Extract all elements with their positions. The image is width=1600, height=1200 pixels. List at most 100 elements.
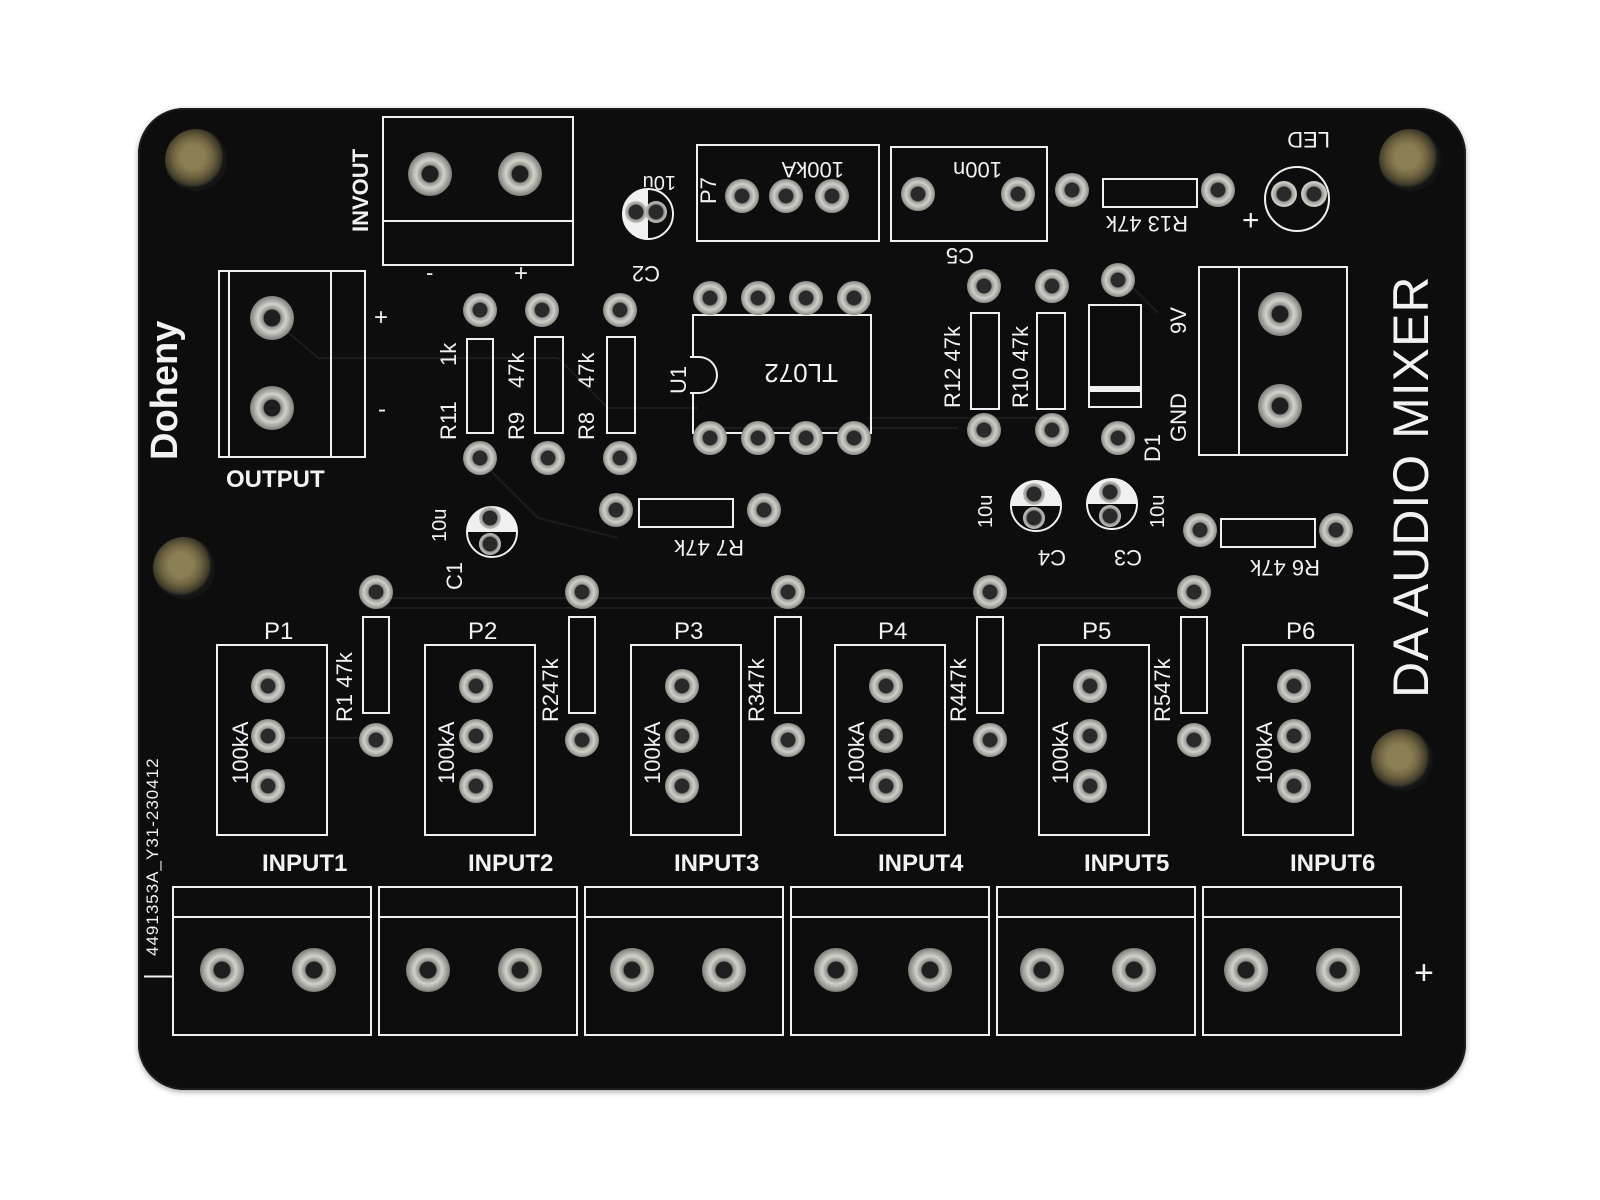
c1-pad xyxy=(479,507,501,529)
p6-pad xyxy=(1277,669,1311,703)
mounting-hole xyxy=(1371,729,1433,791)
r4-pad xyxy=(973,575,1007,609)
c2-value: 10u xyxy=(642,171,676,193)
led-pad xyxy=(1301,181,1327,207)
r6-label: R6 47k xyxy=(1250,555,1320,580)
r12-pad xyxy=(967,269,1001,303)
p5-label: P5 xyxy=(1082,618,1112,645)
p1-pad xyxy=(251,669,285,703)
r2-resistor xyxy=(568,616,596,714)
r1-label: R1 47k xyxy=(332,652,357,722)
p4-pad xyxy=(869,769,903,803)
p1-pot xyxy=(216,644,328,836)
p2-value: 100kA xyxy=(434,721,459,784)
r8-resistor xyxy=(606,336,636,434)
c1-label: C1 xyxy=(442,561,467,590)
invout-pad xyxy=(498,152,542,196)
p4-pad xyxy=(869,719,903,753)
mounting-hole xyxy=(165,129,227,191)
p3-pad xyxy=(665,769,699,803)
u1-part: TL072 xyxy=(764,358,838,388)
r6-pad xyxy=(1319,513,1353,547)
divider xyxy=(382,220,574,222)
p2-label: P2 xyxy=(468,618,498,645)
r3-pad xyxy=(771,575,805,609)
divider xyxy=(378,916,578,918)
input3-label: INPUT3 xyxy=(674,850,760,877)
c2-pad xyxy=(645,201,667,223)
u1-pad xyxy=(693,281,727,315)
r8-value: 47k xyxy=(574,352,599,388)
r9-pad xyxy=(525,293,559,327)
input5-pad xyxy=(1112,948,1156,992)
input3-pad xyxy=(610,948,654,992)
r3-pad xyxy=(771,723,805,757)
input1-label: INPUT1 xyxy=(262,850,348,877)
u1-pad xyxy=(789,281,823,315)
p6-value: 100kA xyxy=(1252,721,1277,784)
r11-resistor xyxy=(466,338,494,434)
input-plus-label: + xyxy=(1414,954,1434,992)
c3-pad xyxy=(1099,481,1121,503)
r10-resistor xyxy=(1036,312,1066,410)
brand-logo: Doheny xyxy=(144,320,186,460)
p2-pot xyxy=(424,644,536,836)
u1-pad xyxy=(693,421,727,455)
output-plus-label: + xyxy=(374,304,389,331)
c4-pad xyxy=(1023,507,1045,529)
power-connector xyxy=(1198,266,1348,456)
c5-footprint xyxy=(890,146,1048,242)
r11-pad xyxy=(463,441,497,475)
u1-pad xyxy=(741,281,775,315)
r9-resistor xyxy=(534,336,564,434)
part-number: 4491353A_Y31-230412 xyxy=(143,757,162,956)
input1-pad xyxy=(200,948,244,992)
c4-value: 10u xyxy=(975,494,997,528)
p5-value: 100kA xyxy=(1048,721,1073,784)
d1-cathode-band xyxy=(1090,386,1140,392)
gnd-label: GND xyxy=(1166,393,1191,442)
r7-pad xyxy=(599,493,633,527)
led-plus-label: + xyxy=(1242,204,1260,237)
r8-pad xyxy=(603,441,637,475)
r1-pad xyxy=(359,575,393,609)
p7-pot xyxy=(696,144,880,242)
r5-pad xyxy=(1177,575,1211,609)
p7-label: P7 xyxy=(696,177,721,204)
invout-plus-label: + xyxy=(514,260,529,287)
r2-pad xyxy=(565,575,599,609)
r3-resistor xyxy=(774,616,802,714)
input3-connector xyxy=(584,886,784,1036)
d1-pad xyxy=(1101,263,1135,297)
mounting-hole xyxy=(1379,129,1441,191)
divider xyxy=(330,270,332,458)
input4-pad xyxy=(908,948,952,992)
r8-pad xyxy=(603,293,637,327)
p1-label: P1 xyxy=(264,618,294,645)
c3-pad xyxy=(1099,505,1121,527)
r9-value: 47k xyxy=(504,352,529,388)
input2-pad xyxy=(498,948,542,992)
r11-pad xyxy=(463,293,497,327)
p5-pad xyxy=(1073,769,1107,803)
input4-label: INPUT4 xyxy=(878,850,964,877)
c5-pad xyxy=(1001,177,1035,211)
u1-pad xyxy=(837,421,871,455)
divider xyxy=(996,916,1196,918)
invout-label: INVOUT xyxy=(348,148,373,232)
input1-connector xyxy=(172,886,372,1036)
r13-label: R13 47k xyxy=(1106,211,1188,236)
input3-pad xyxy=(702,948,746,992)
p3-label: P3 xyxy=(674,618,704,645)
invout-pad xyxy=(408,152,452,196)
p3-pad xyxy=(665,719,699,753)
r11-label: R11 xyxy=(436,401,461,440)
d1-diode xyxy=(1088,304,1142,408)
p3-pot xyxy=(630,644,742,836)
power-pad-gnd xyxy=(1258,384,1302,428)
p6-pot xyxy=(1242,644,1354,836)
r6-resistor xyxy=(1220,518,1316,548)
c4-label: C4 xyxy=(1037,545,1066,570)
p1-pad xyxy=(251,769,285,803)
board-title: DA AUDIO MIXER xyxy=(1383,275,1439,698)
